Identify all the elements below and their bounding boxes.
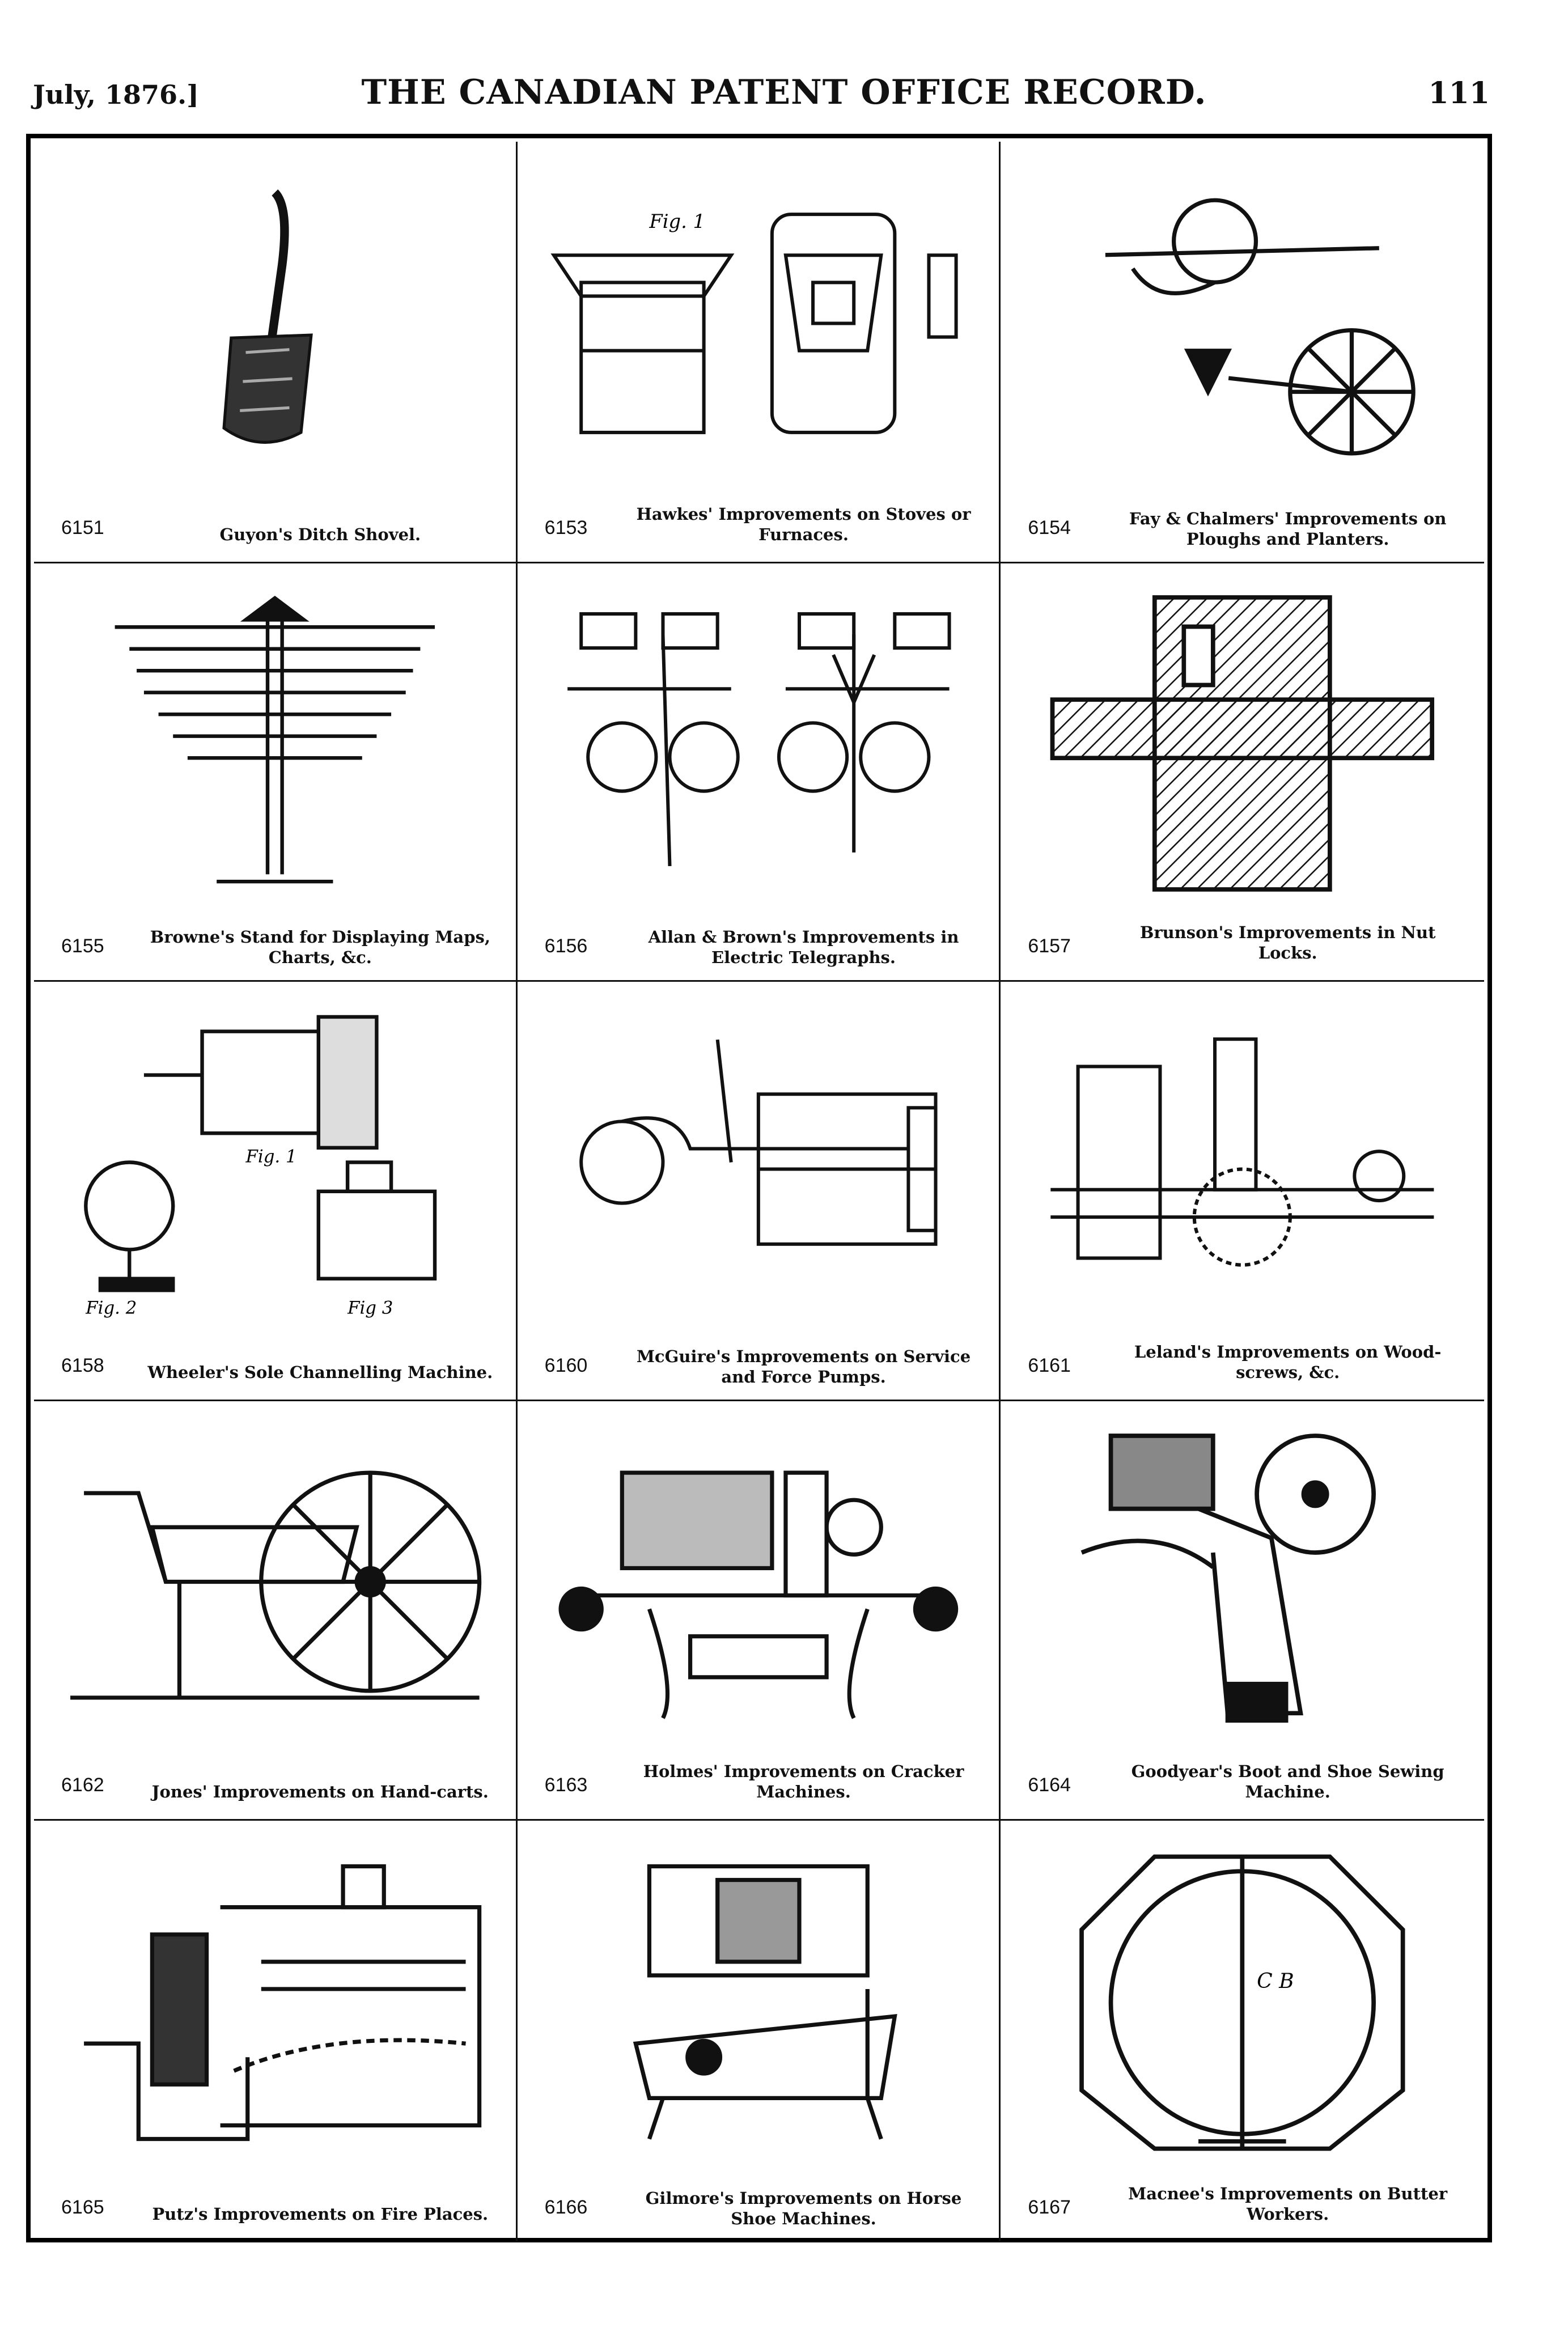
- telegraph-icon: [540, 580, 977, 906]
- patent-caption: Leland's Improvements on Wood-screws, &c…: [1134, 1342, 1442, 1382]
- stove-icon: Fig. 1: [540, 159, 977, 488]
- patent-cell-6165: 6165 Putz's Improvements on Fire Places.: [34, 1821, 518, 2241]
- patent-cell-6155: 6155 Browne's Stand for Displaying Maps,…: [34, 563, 518, 982]
- patent-caption: Macnee's Improvements on Butter Workers.: [1128, 2183, 1448, 2224]
- patent-caption: Goodyear's Boot and Shoe Sewing Machine.: [1131, 1761, 1444, 1801]
- patent-caption: Holmes' Improvements on Cracker Machines…: [643, 1761, 964, 1801]
- patent-cell-6156: 6156 Allan & Brown's Improvements in Ele…: [517, 563, 1001, 982]
- patent-caption: McGuire's Improvements on Service and Fo…: [636, 1346, 971, 1386]
- patent-caption: Brunson's Improvements in Nut Locks.: [1139, 922, 1436, 963]
- patent-cell-6160: 6160 McGuire's Improvements on Service a…: [517, 982, 1001, 1401]
- patent-plate-frame: 6151 Guyon's Ditch Shovel. Fig. 1: [26, 134, 1492, 2242]
- pump-icon: [540, 999, 977, 1326]
- patent-cell-6167: C B 6167 Macnee's Improvements on Butter…: [1001, 1821, 1484, 2241]
- patent-number: 6151: [61, 517, 104, 539]
- patent-cell-6161: 6161 Leland's Improvements on Wood-screw…: [1001, 982, 1484, 1401]
- horseshoe-machine-icon: [540, 1838, 977, 2168]
- patent-cell-6151: 6151 Guyon's Ditch Shovel.: [34, 142, 518, 563]
- patent-cell-6164: 6164 Goodyear's Boot and Shoe Sewing Mac…: [1001, 1401, 1484, 1821]
- patent-number: 6166: [544, 2197, 588, 2218]
- sole-machine-icon: Fig. 1 Fig. 2 Fig 3: [57, 999, 493, 1326]
- patent-grid: 6151 Guyon's Ditch Shovel. Fig. 1: [34, 142, 1484, 2241]
- patent-caption: Hawkes' Improvements on Stoves or Furnac…: [636, 504, 971, 544]
- patent-number: 6164: [1028, 1774, 1071, 1796]
- patent-number: 6161: [1028, 1355, 1071, 1376]
- fireplace-icon: [57, 1838, 493, 2168]
- hand-cart-icon: [57, 1418, 493, 1745]
- patent-number: 6157: [1028, 935, 1071, 957]
- patent-cell-6154: 6154 Fay & Chalmers' Improvements on Plo…: [1001, 142, 1484, 563]
- patent-caption: Gilmore's Improvements on Horse Shoe Mac…: [645, 2188, 962, 2228]
- patent-number: 6158: [61, 1355, 104, 1376]
- patent-cell-6163: 6163 Holmes' Improvements on Cracker Mac…: [517, 1401, 1001, 1821]
- page-number: 111: [1428, 76, 1490, 111]
- patent-number: 6160: [544, 1355, 588, 1376]
- patent-cell-6162: 6162 Jones' Improvements on Hand-carts.: [34, 1401, 518, 1821]
- patent-cell-6158: Fig. 1 Fig. 2 Fig 3 6158 Wheeler's Sole …: [34, 982, 518, 1401]
- plough-icon: [1023, 159, 1461, 488]
- patent-caption: Wheeler's Sole Channelling Machine.: [147, 1362, 493, 1382]
- patent-caption: Putz's Improvements on Fire Places.: [152, 2204, 489, 2224]
- patent-number: 6167: [1028, 2197, 1071, 2218]
- header-title: THE CANADIAN PATENT OFFICE RECORD.: [361, 73, 1207, 112]
- cb-label: C B: [1257, 1969, 1294, 1993]
- patent-cell-6166: 6166 Gilmore's Improvements on Horse Sho…: [518, 1821, 1001, 2241]
- sewing-machine-icon: [1023, 1418, 1461, 1745]
- patent-number: 6155: [61, 935, 104, 957]
- fig-3-label: Fig 3: [347, 1298, 393, 1318]
- patent-number: 6165: [61, 2197, 104, 2218]
- fig-1-label: Fig. 1: [649, 210, 705, 232]
- cracker-machine-icon: [540, 1418, 977, 1745]
- nut-lock-icon: [1023, 580, 1461, 906]
- patent-caption: Guyon's Ditch Shovel.: [219, 524, 421, 544]
- map-stand-icon: [57, 580, 493, 906]
- patent-caption: Allan & Brown's Improvements in Electric…: [648, 927, 959, 967]
- patent-number: 6156: [544, 935, 588, 957]
- patent-number: 6162: [61, 1774, 104, 1796]
- butter-worker-icon: C B: [1023, 1838, 1461, 2168]
- shovel-icon: [57, 159, 493, 488]
- patent-number: 6153: [544, 517, 588, 539]
- patent-caption: Fay & Chalmers' Improvements on Ploughs …: [1129, 508, 1447, 549]
- patent-cell-6153: Fig. 1 6153 Hawkes' Improvements on Stov…: [517, 142, 1001, 563]
- patent-caption: Browne's Stand for Displaying Maps, Char…: [150, 927, 490, 967]
- patent-number: 6154: [1028, 517, 1071, 539]
- header-date: July, 1876.]: [33, 79, 199, 110]
- fig-1-label: Fig. 1: [245, 1147, 297, 1167]
- fig-2-label: Fig. 2: [85, 1298, 137, 1318]
- patent-cell-6157: 6157 Brunson's Improvements in Nut Locks…: [1001, 563, 1484, 982]
- wood-screw-machine-icon: [1023, 999, 1461, 1326]
- patent-caption: Jones' Improvements on Hand-carts.: [151, 1782, 489, 1801]
- page-header: July, 1876.] THE CANADIAN PATENT OFFICE …: [0, 73, 1568, 129]
- patent-number: 6163: [544, 1774, 588, 1796]
